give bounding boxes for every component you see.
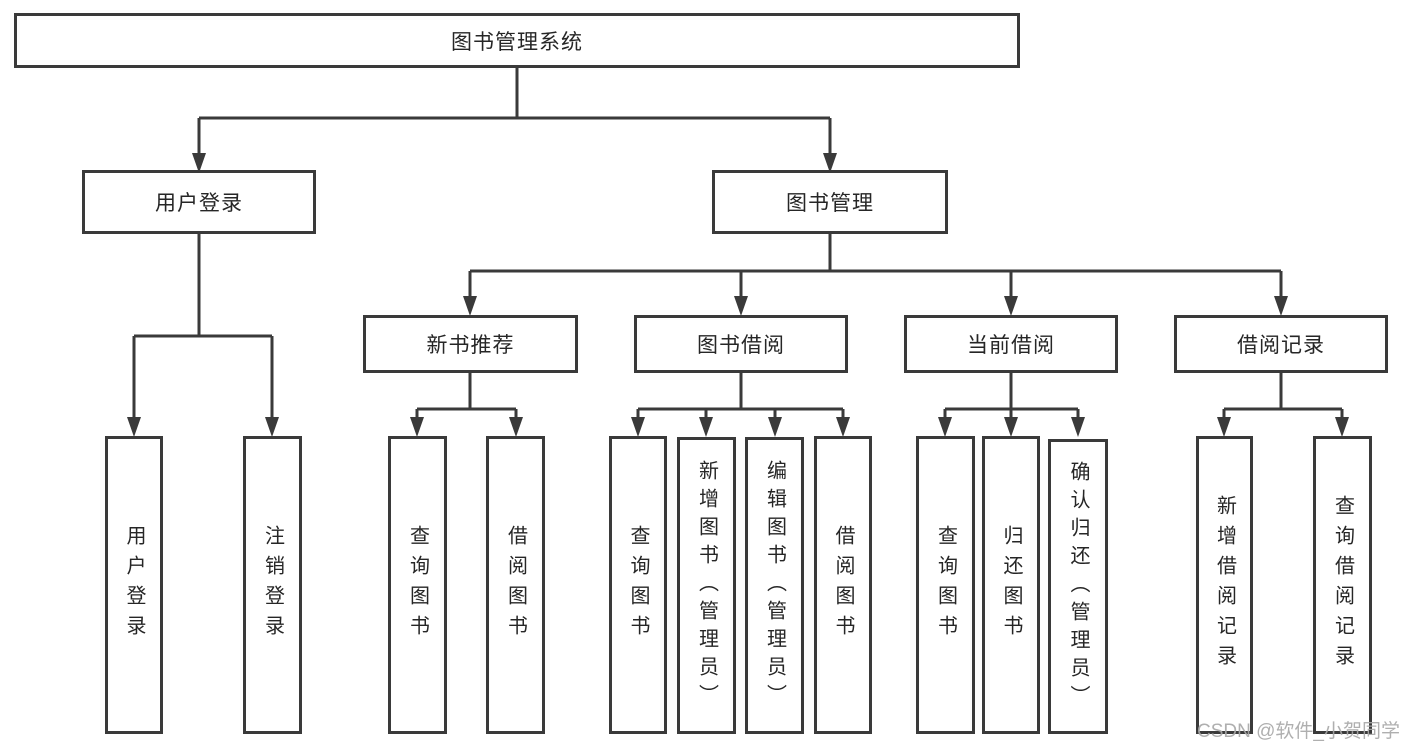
leaf-add-books-admin: 新增图书（管理员） [677, 437, 736, 734]
leaf-user-login: 用户登录 [105, 436, 163, 734]
node-book-borrow: 图书借阅 [634, 315, 848, 373]
node-label: 新增图书（管理员） [695, 459, 718, 712]
arrowhead-icon [768, 417, 782, 437]
leaf-return-books: 归还图书 [982, 436, 1040, 734]
node-label: 新书推荐 [426, 334, 515, 357]
node-label: 查询借阅记录 [1331, 495, 1354, 675]
node-label: 图书管理 [786, 192, 874, 215]
arrowhead-icon [127, 417, 141, 437]
arrowhead-icon [1335, 417, 1349, 437]
leaf-query-books-2: 查询图书 [609, 436, 667, 734]
leaf-add-borrow-record: 新增借阅记录 [1196, 436, 1253, 734]
node-label: 新增借阅记录 [1213, 495, 1236, 675]
node-current-borrow: 当前借阅 [904, 315, 1118, 373]
arrowhead-icon [823, 153, 837, 173]
arrowhead-icon [192, 153, 206, 173]
leaf-query-borrow-record: 查询借阅记录 [1313, 436, 1372, 734]
leaf-query-books-1: 查询图书 [388, 436, 447, 734]
arrowhead-icon [631, 417, 645, 437]
node-label: 查询图书 [406, 525, 429, 645]
leaf-edit-books-admin: 编辑图书（管理员） [745, 437, 804, 734]
node-label: 借阅记录 [1237, 334, 1325, 357]
arrowhead-icon [1004, 296, 1018, 316]
leaf-logout: 注销登录 [243, 436, 302, 734]
arrowhead-icon [1217, 417, 1231, 437]
arrowhead-icon [699, 417, 713, 437]
node-label: 归还图书 [1000, 525, 1022, 645]
arrowhead-icon [836, 417, 850, 437]
arrowhead-icon [410, 417, 424, 437]
node-label: 用户登录 [155, 192, 243, 215]
node-label: 图书借阅 [697, 334, 785, 357]
node-label: 编辑图书（管理员） [763, 459, 786, 712]
node-label: 图书管理系统 [451, 30, 583, 54]
node-user-login: 用户登录 [82, 170, 316, 234]
arrowhead-icon [1071, 417, 1085, 437]
csdn-watermark: CSDN @软件_小贺同学 [1197, 721, 1400, 742]
node-borrow-record: 借阅记录 [1174, 315, 1388, 373]
leaf-query-books-3: 查询图书 [916, 436, 975, 734]
leaf-borrow-books-2: 借阅图书 [814, 436, 872, 734]
arrowhead-icon [734, 296, 748, 316]
node-label: 确认归还（管理员） [1067, 460, 1089, 713]
node-label: 查询图书 [627, 525, 649, 645]
node-label: 用户登录 [123, 525, 145, 645]
arrowhead-icon [509, 417, 523, 437]
arrowhead-icon [1004, 417, 1018, 437]
node-label: 查询图书 [934, 525, 957, 645]
leaf-borrow-books-1: 借阅图书 [486, 436, 545, 734]
node-label: 借阅图书 [832, 525, 854, 645]
node-label: 借阅图书 [504, 525, 527, 645]
arrowhead-icon [1274, 296, 1288, 316]
arrowhead-icon [463, 296, 477, 316]
node-label: 当前借阅 [967, 334, 1055, 357]
arrowhead-icon [265, 417, 279, 437]
node-library-system: 图书管理系统 [14, 13, 1020, 68]
node-book-management: 图书管理 [712, 170, 948, 234]
arrowhead-icon [938, 417, 952, 437]
node-new-book-recommend: 新书推荐 [363, 315, 578, 373]
leaf-confirm-return-admin: 确认归还（管理员） [1048, 439, 1108, 734]
node-label: 注销登录 [261, 525, 284, 645]
